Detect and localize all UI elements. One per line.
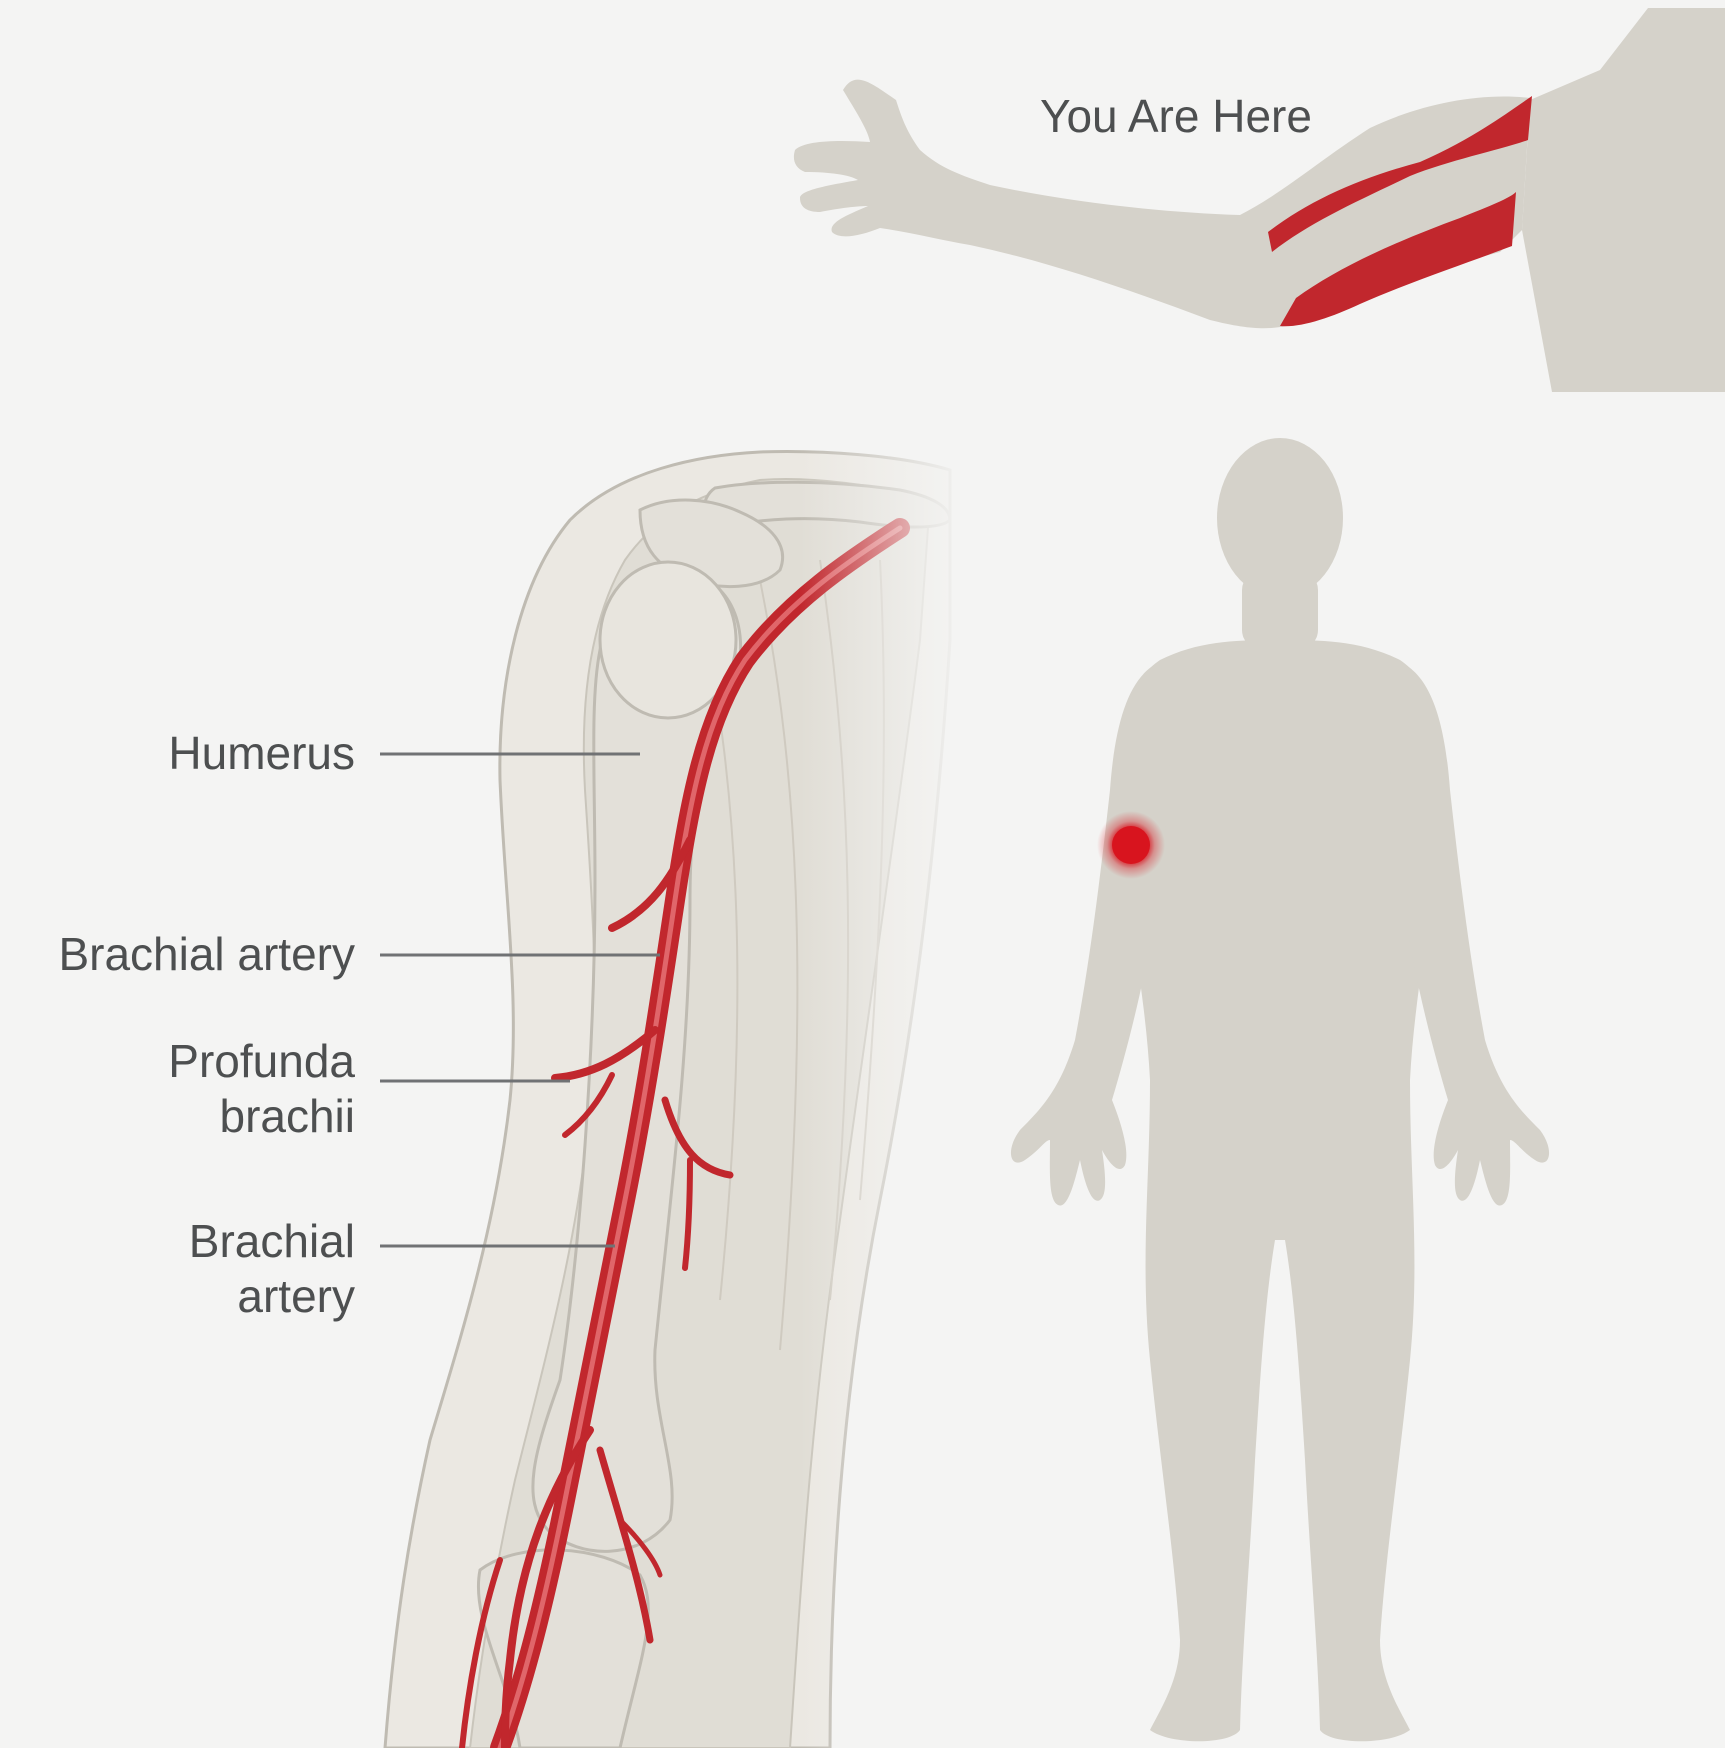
torso-edge-shape [1522, 8, 1725, 392]
you-are-here-label: You Are Here [1040, 88, 1312, 144]
brachial-artery-lower-label-line1: Brachial [15, 1214, 355, 1269]
humerus-label-text: Humerus [15, 726, 355, 781]
body-silhouette [1011, 438, 1549, 1741]
brachial-artery-lower-label: Brachial artery [15, 1214, 355, 1324]
neck-shape [1242, 570, 1318, 650]
brachial-artery-upper-label: Brachial artery [15, 927, 355, 982]
brachial-artery-lower-label-line2: artery [15, 1269, 355, 1324]
profunda-brachii-label-line2: brachii [15, 1089, 355, 1144]
right-arm-shape [1391, 662, 1550, 1206]
location-marker [1112, 826, 1150, 864]
arm-inset [794, 8, 1725, 392]
profunda-brachii-label-line1: Profunda [15, 1034, 355, 1089]
left-arm-shape [1011, 662, 1170, 1206]
anatomical-arm [385, 440, 970, 1748]
brachial-artery-upper-label-text: Brachial artery [15, 927, 355, 982]
humerus-label: Humerus [15, 726, 355, 781]
fade-overlay [800, 440, 970, 1748]
profunda-brachii-label: Profunda brachii [15, 1034, 355, 1144]
torso-legs-shape [1120, 640, 1440, 1741]
